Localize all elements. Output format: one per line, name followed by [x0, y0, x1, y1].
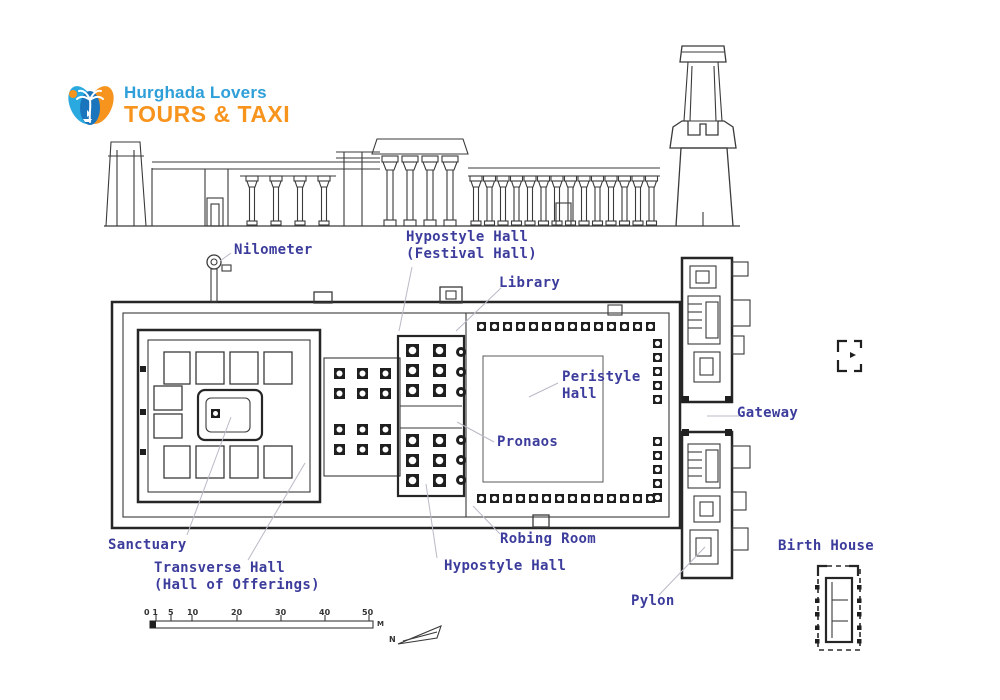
scale-tick-label: 5 — [168, 608, 174, 617]
pylon-plan — [680, 256, 751, 580]
label-nilometer: Nilometer — [234, 242, 313, 258]
scale-unit-label: M — [377, 620, 384, 628]
label-hypostyle-festival-hall: Hypostyle Hall (Festival Hall) — [406, 229, 537, 262]
scale-tick-label: 20 — [231, 608, 243, 617]
scale-bar — [149, 615, 374, 629]
label-library: Library — [499, 275, 561, 291]
scale-tick-label: 30 — [275, 608, 287, 617]
inner-temple-plan — [136, 328, 322, 504]
nilometer-plan — [206, 254, 232, 303]
sanctuary-plan — [196, 388, 264, 442]
north-label: N — [389, 635, 396, 644]
label-hypostyle-hall: Hypostyle Hall — [444, 558, 567, 574]
elevation-section-drawing — [104, 45, 740, 227]
label-robing-room: Robing Room — [500, 531, 597, 547]
label-pronaos: Pronaos — [497, 434, 559, 450]
scale-tick-label: 50 — [362, 608, 374, 617]
label-transverse-hall: Transverse Hall (Hall of Offerings) — [154, 560, 320, 593]
scale-tick-label: 10 — [187, 608, 199, 617]
label-gateway: Gateway — [737, 405, 799, 421]
scale-tick-label: 0 1 — [144, 608, 158, 617]
scale-tick-label: 40 — [319, 608, 331, 617]
transverse-hall-plan — [323, 357, 401, 477]
boat-icon — [83, 119, 92, 122]
label-birth-house: Birth House — [778, 538, 875, 554]
logo-icon — [68, 86, 114, 125]
logo-brand-name: Hurghada Lovers — [124, 83, 267, 102]
peristyle-colonnade — [477, 322, 655, 331]
floor-plan — [110, 254, 751, 580]
birth-house-plan — [815, 564, 862, 651]
logo-tagline: TOURS & TAXI — [124, 101, 291, 127]
peristyle-hall-plan — [465, 304, 662, 517]
leader-lines — [186, 252, 739, 596]
label-pylon: Pylon — [631, 593, 675, 609]
enclosure-wall — [110, 286, 682, 530]
hypostyle-hall-plan — [396, 334, 466, 498]
label-peristyle-hall: Peristyle Hall — [562, 369, 641, 402]
logo: Hurghada Lovers TOURS & TAXI — [62, 78, 290, 132]
north-arrow-icon — [397, 625, 442, 645]
label-sanctuary: Sanctuary — [108, 537, 187, 553]
colonnade-columns — [469, 175, 659, 226]
dashed-corner-marker — [836, 339, 863, 373]
